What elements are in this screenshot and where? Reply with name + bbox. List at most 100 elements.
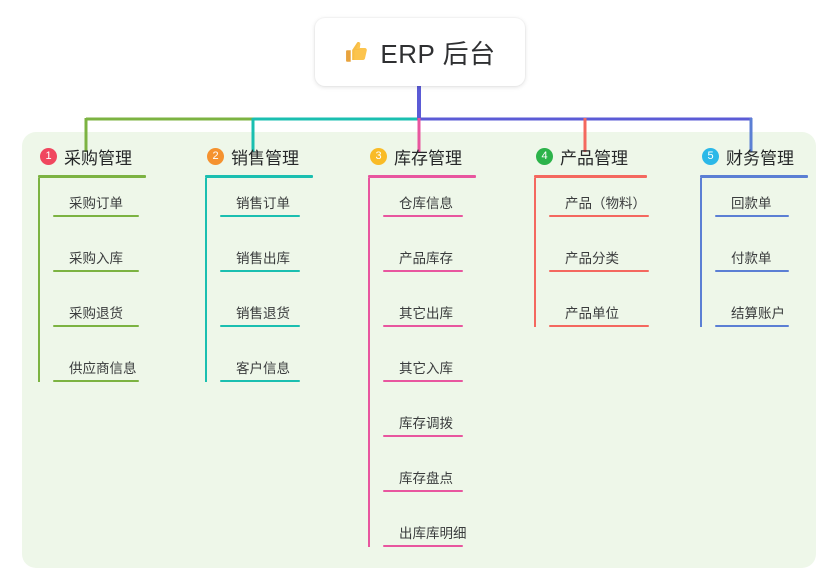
leaf-label: 供应商信息 (69, 361, 137, 376)
leaf-item[interactable]: 库存调拨 (383, 398, 518, 453)
leaf-item[interactable]: 出库库明细 (383, 508, 518, 563)
leaf-label: 回款单 (731, 196, 772, 211)
branch-column-销售管理: 2 销售管理销售订单销售出库销售退货客户信息 (205, 142, 355, 398)
branch-leaf-list: 采购订单采购入库采购退货供应商信息 (38, 178, 188, 398)
branch-underline (205, 175, 313, 178)
leaf-label: 付款单 (731, 251, 772, 266)
leaf-label: 销售退货 (236, 306, 290, 321)
branch-header-财务管理[interactable]: 5 财务管理 (700, 142, 820, 170)
leaf-underline (53, 380, 139, 382)
thumbs-up-icon (344, 39, 370, 65)
branch-column-采购管理: 1 采购管理采购订单采购入库采购退货供应商信息 (38, 142, 188, 398)
leaf-underline (549, 270, 649, 272)
branch-underline (700, 175, 808, 178)
branch-title: 财务管理 (726, 148, 794, 168)
leaf-label: 采购退货 (69, 306, 123, 321)
branch-column-产品管理: 4 产品管理产品（物料） 产品分类产品单位 (534, 142, 689, 343)
branch-stem-line (534, 178, 536, 327)
branch-underline (38, 175, 146, 178)
leaf-label: 客户信息 (236, 361, 290, 376)
leaf-label: 其它出库 (399, 306, 453, 321)
leaf-underline (53, 270, 139, 272)
leaf-underline (220, 215, 300, 217)
branch-leaf-list: 仓库信息产品库存其它出库其它入库库存调拨库存盘点出库库明细 (368, 178, 518, 563)
leaf-underline (53, 215, 139, 217)
leaf-item[interactable]: 产品分类 (549, 233, 689, 288)
branch-header-销售管理[interactable]: 2 销售管理 (205, 142, 355, 170)
leaf-label: 采购订单 (69, 196, 123, 211)
leaf-item[interactable]: 产品（物料） (549, 178, 689, 233)
branch-header-库存管理[interactable]: 3 库存管理 (368, 142, 518, 170)
leaf-item[interactable]: 采购订单 (53, 178, 188, 233)
leaf-label: 产品分类 (565, 251, 619, 266)
leaf-label: 其它入库 (399, 361, 453, 376)
leaf-label: 产品单位 (565, 306, 619, 321)
branch-stem-line (368, 178, 370, 547)
leaf-label: 产品库存 (399, 251, 453, 266)
branch-title: 产品管理 (560, 148, 628, 168)
branch-index-badge: 1 (40, 147, 57, 165)
leaf-item[interactable]: 其它入库 (383, 343, 518, 398)
leaf-item[interactable]: 仓库信息 (383, 178, 518, 233)
leaf-item[interactable]: 库存盘点 (383, 453, 518, 508)
leaf-item[interactable]: 销售出库 (220, 233, 355, 288)
leaf-item[interactable]: 回款单 (715, 178, 820, 233)
leaf-label: 销售订单 (236, 196, 290, 211)
leaf-item[interactable]: 其它出库 (383, 288, 518, 343)
branch-stem-line (700, 178, 702, 327)
branch-title: 销售管理 (231, 148, 299, 168)
leaf-item[interactable]: 供应商信息 (53, 343, 188, 398)
leaf-item[interactable]: 销售退货 (220, 288, 355, 343)
leaf-label: 产品（物料） (565, 196, 646, 211)
branch-index-badge: 3 (370, 147, 387, 165)
branch-column-财务管理: 5 财务管理回款单付款单结算账户 (700, 142, 820, 343)
branch-leaf-list: 销售订单销售出库销售退货客户信息 (205, 178, 355, 398)
leaf-label: 出库库明细 (399, 526, 467, 541)
branch-stem-line (38, 178, 40, 382)
leaf-item[interactable]: 采购入库 (53, 233, 188, 288)
branch-title: 采购管理 (64, 148, 132, 168)
branch-leaf-list: 回款单付款单结算账户 (700, 178, 820, 343)
leaf-label: 采购入库 (69, 251, 123, 266)
leaf-underline (220, 380, 300, 382)
root-node-content: ERP 后台 (344, 34, 495, 71)
leaf-underline (715, 215, 789, 217)
branch-index-badge: 5 (702, 147, 719, 165)
leaf-underline (53, 325, 139, 327)
branch-column-库存管理: 3 库存管理仓库信息产品库存其它出库其它入库库存调拨库存盘点出库库明细 (368, 142, 518, 563)
leaf-item[interactable]: 采购退货 (53, 288, 188, 343)
leaf-underline (383, 490, 463, 492)
leaf-underline (383, 270, 463, 272)
leaf-underline (383, 215, 463, 217)
leaf-item[interactable]: 产品库存 (383, 233, 518, 288)
branch-title: 库存管理 (394, 148, 462, 168)
branch-stem-line (205, 178, 207, 382)
leaf-label: 库存盘点 (399, 471, 453, 486)
leaf-underline (549, 215, 649, 217)
branch-underline (368, 175, 476, 178)
leaf-item[interactable]: 产品单位 (549, 288, 689, 343)
leaf-label: 仓库信息 (399, 196, 453, 211)
leaf-label: 销售出库 (236, 251, 290, 266)
leaf-item[interactable]: 付款单 (715, 233, 820, 288)
leaf-underline (715, 325, 789, 327)
branches-panel (22, 132, 816, 568)
leaf-underline (220, 270, 300, 272)
leaf-label: 库存调拨 (399, 416, 453, 431)
leaf-item[interactable]: 客户信息 (220, 343, 355, 398)
branch-header-产品管理[interactable]: 4 产品管理 (534, 142, 689, 170)
leaf-item[interactable]: 结算账户 (715, 288, 820, 343)
leaf-underline (383, 380, 463, 382)
leaf-item[interactable]: 销售订单 (220, 178, 355, 233)
leaf-underline (383, 545, 463, 547)
root-node[interactable]: ERP 后台 (315, 18, 525, 86)
leaf-underline (383, 325, 463, 327)
leaf-underline (549, 325, 649, 327)
branch-index-badge: 2 (207, 147, 224, 165)
branch-header-采购管理[interactable]: 1 采购管理 (38, 142, 188, 170)
branch-underline (534, 175, 647, 178)
root-title: ERP 后台 (380, 38, 496, 69)
branch-leaf-list: 产品（物料） 产品分类产品单位 (534, 178, 689, 343)
branch-index-badge: 4 (536, 147, 553, 165)
